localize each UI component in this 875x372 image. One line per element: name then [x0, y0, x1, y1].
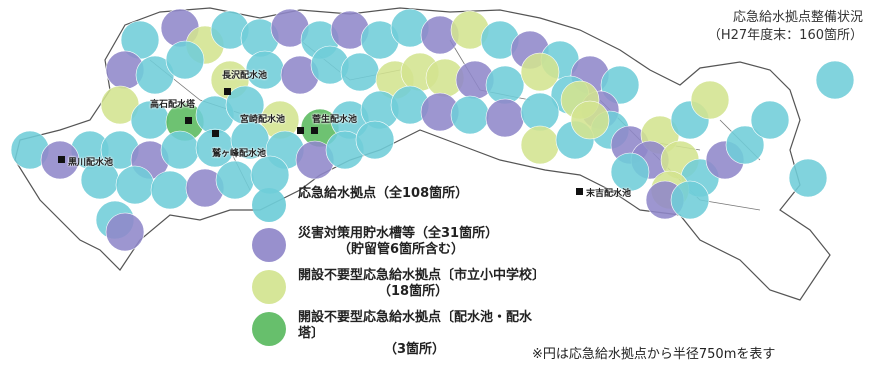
legend-sublabel: （18箇所）	[378, 284, 449, 299]
facility-marker	[58, 156, 65, 163]
map-subtitle: （H27年度末：160箇所）	[707, 28, 863, 43]
water-point-circle	[485, 65, 525, 105]
facility-marker	[185, 117, 192, 124]
legend: 応急給水拠点（全108箇所） 災害対策用貯水槽等（全31箇所） （貯留管6箇所含…	[250, 186, 550, 357]
legend-item-water-point: 応急給水拠点（全108箇所）	[250, 186, 550, 226]
water-point-circle	[750, 100, 790, 140]
facility-label-washigamine: 鷲ヶ峰配水池	[212, 149, 267, 159]
water-point-circle	[215, 160, 255, 200]
legend-item-reservoir-point: 開設不要型応急給水拠点〔配水池・配水塔〕 （3箇所）	[250, 310, 550, 357]
water-point-circle	[610, 152, 650, 192]
water-point-circle	[670, 180, 710, 220]
storage-tank-circle	[105, 212, 145, 252]
city-boundary	[14, 7, 831, 301]
legend-text-block: 開設不要型応急給水拠点〔配水池・配水塔〕 （3箇所）	[298, 310, 550, 358]
legend-sublabel: （3箇所）	[384, 342, 446, 357]
legend-text-block: 災害対策用貯水槽等（全31箇所） （貯留管6箇所含む）	[298, 226, 498, 258]
legend-text-block: 開設不要型応急給水拠点〔市立小中学校〕 （18箇所）	[298, 268, 545, 300]
facility-marker	[576, 188, 583, 195]
facility-label-kurokawa: 黒川配水池	[68, 158, 114, 168]
cyan-circle-swatch	[252, 188, 286, 222]
facility-marker	[224, 88, 231, 95]
purple-circle-swatch	[252, 228, 286, 262]
radius-note: ※円は応急給水拠点から半径750mを表す	[532, 347, 776, 362]
water-point-circle	[165, 40, 205, 80]
water-point-circle	[520, 92, 560, 132]
facility-label-sueyoshi: 末吉配水池	[586, 189, 632, 199]
legend-label: 開設不要型応急給水拠点〔配水池・配水塔〕	[298, 310, 533, 341]
legend-label: 応急給水拠点（全108箇所）	[298, 186, 469, 201]
water-point-circles	[10, 8, 855, 252]
facility-label-sugao: 菅生配水池	[312, 115, 358, 125]
school-point-circle	[690, 80, 730, 120]
facility-label-nagasawa: 長沢配水池	[222, 71, 268, 81]
facility-marker	[212, 130, 219, 137]
facility-marker	[311, 127, 318, 134]
storage-tank-circle	[485, 98, 525, 138]
green-circle-swatch	[252, 312, 286, 346]
school-point-circle	[520, 125, 560, 165]
school-point-circle	[520, 52, 560, 92]
water-point-circle	[115, 165, 155, 205]
map-title: 応急給水拠点整備状況	[732, 10, 863, 25]
legend-label: 開設不要型応急給水拠点〔市立小中学校〕	[298, 268, 546, 283]
legend-label: 災害対策用貯水槽等（全31箇所）	[298, 226, 499, 241]
facility-marker	[297, 127, 304, 134]
facility-label-miyazaki: 宮崎配水池	[240, 115, 286, 125]
legend-item-storage-tank: 災害対策用貯水槽等（全31箇所） （貯留管6箇所含む）	[250, 226, 550, 268]
water-point-circle	[450, 95, 490, 135]
facility-label-takaishi: 高石配水塔	[150, 100, 196, 110]
water-point-circle	[160, 130, 200, 170]
water-point-circle	[150, 170, 190, 210]
water-point-circle	[355, 120, 395, 160]
water-point-circle	[725, 125, 765, 165]
legend-sublabel: （貯留管6箇所含む）	[338, 242, 465, 257]
school-point-circle	[570, 100, 610, 140]
yellow-green-circle-swatch	[252, 270, 286, 304]
water-point-circle	[815, 60, 855, 100]
water-point-circle	[788, 158, 828, 198]
water-point-circle	[340, 52, 380, 92]
legend-item-school-point: 開設不要型応急給水拠点〔市立小中学校〕 （18箇所）	[250, 268, 550, 310]
